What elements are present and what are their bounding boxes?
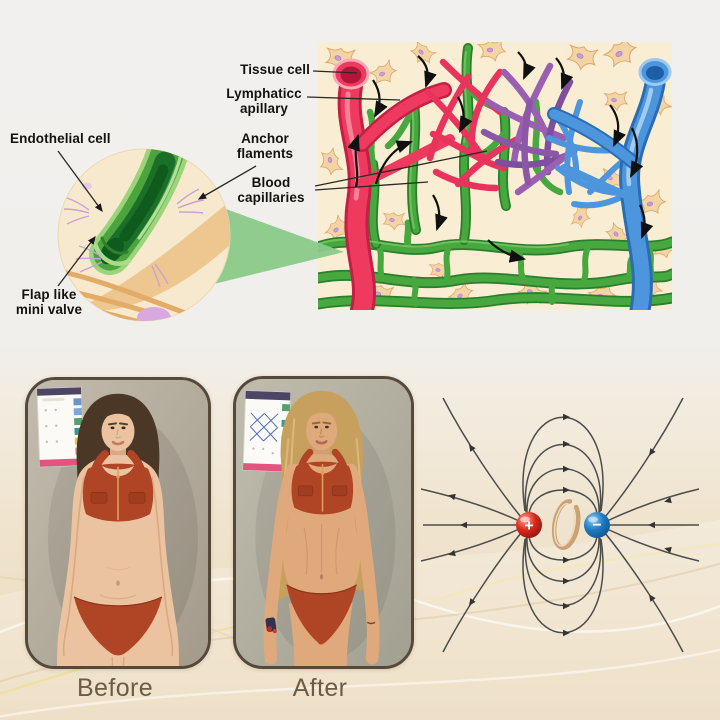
positive-pole: + <box>516 512 542 538</box>
bracelet <box>366 621 376 625</box>
label-tissue-cell: Tissue cell <box>240 62 310 77</box>
minus-icon: − <box>592 517 601 534</box>
artery-red <box>332 58 524 310</box>
dipole-field-diagram: + − <box>420 397 700 653</box>
negative-pole: − <box>584 512 610 538</box>
label-flap-like-mini-valve: Flap like mini valve <box>15 287 83 317</box>
plus-icon: + <box>524 518 533 535</box>
before-photo <box>25 377 211 669</box>
label-anchor-filaments: Anchor flaments <box>236 131 294 161</box>
gold-ring <box>551 499 581 551</box>
before-figure <box>57 393 179 666</box>
label-blood-capillaries: Blood capillaries <box>237 175 305 205</box>
vein-blue <box>546 58 672 310</box>
tissue-band <box>75 200 230 312</box>
label-lymphatic-capillary: Lymphaticc apillary <box>226 86 302 116</box>
flow-arrows <box>347 51 654 263</box>
after-label: After <box>292 674 348 702</box>
anchor-filaments <box>63 188 205 288</box>
label-endothelial-cell: Endothelial cell <box>10 131 111 146</box>
cell-nucleus-pink <box>137 307 171 321</box>
after-photo <box>233 376 414 669</box>
before-label: Before <box>76 674 154 702</box>
magnified-inset-circle <box>57 148 231 322</box>
wrist-watch <box>265 617 277 634</box>
label-leader-lines <box>57 70 488 287</box>
magnifier-cone <box>210 205 344 285</box>
after-figure <box>263 390 380 666</box>
capillary-network-illustration <box>318 42 672 310</box>
